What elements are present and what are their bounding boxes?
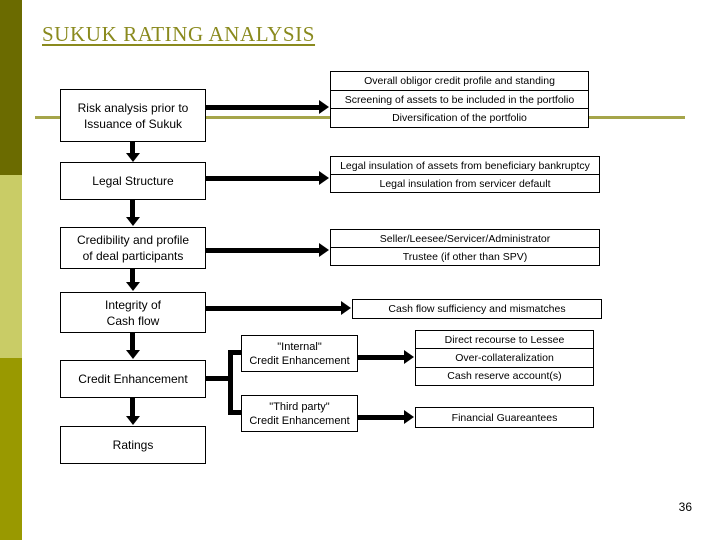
branch-third-party-credit-enhancement[interactable]: "Third party" Credit Enhancement <box>241 395 358 432</box>
detail-row: Legal insulation of assets from benefici… <box>331 157 599 175</box>
step-risk-analysis[interactable]: Risk analysis prior to Issuance of Sukuk <box>60 89 206 142</box>
arrow-right-integrity-details-icon <box>341 301 351 315</box>
step-ratings[interactable]: Ratings <box>60 426 206 464</box>
connector-enhancement-stub <box>206 376 231 381</box>
detail-row: Screening of assets to be included in th… <box>331 91 588 110</box>
step-credibility-line-1: Credibility and profile <box>76 233 190 247</box>
detail-row: Financial Guareantees <box>451 411 558 424</box>
connector-enhancement-to-internal <box>228 350 244 355</box>
branch-third-party-line-1: "Third party" <box>269 400 330 413</box>
detail-row: Seller/Leesee/Servicer/Administrator <box>331 230 599 248</box>
arrow-right-third-party-details-icon <box>404 410 414 424</box>
step-credit-enhancement-line-1: Credit Enhancement <box>78 372 188 386</box>
step-integrity-cash-flow[interactable]: Integrity of Cash flow <box>60 292 206 333</box>
step-legal-structure[interactable]: Legal Structure <box>60 162 206 200</box>
detail-row: Trustee (if other than SPV) <box>402 250 528 263</box>
detail-group-legal-structure[interactable]: Legal insulation of assets from benefici… <box>330 156 600 193</box>
connector-risk-to-details <box>206 105 320 110</box>
arrow-right-internal-details-icon <box>404 350 414 364</box>
connector-integrity-to-enhancement <box>130 333 135 351</box>
detail-row: Over-collateralization <box>416 349 593 368</box>
connector-integrity-to-details <box>206 306 342 311</box>
arrow-right-credibility-details-icon <box>319 243 329 257</box>
step-risk-analysis-line-1: Risk analysis prior to <box>77 100 189 115</box>
step-risk-analysis-line-2: Issuance of Sukuk <box>83 116 183 131</box>
detail-group-risk-analysis[interactable]: Overall obligor credit profile and stand… <box>330 71 589 128</box>
detail-row: Cash flow sufficiency and mismatches <box>388 303 566 315</box>
connector-third-party-to-details <box>358 415 406 420</box>
connector-legal-to-details <box>206 176 320 181</box>
arrow-right-legal-details-icon <box>319 171 329 185</box>
detail-group-internal-enhancement[interactable]: Direct recourse to Lessee Over-collatera… <box>415 330 594 386</box>
connector-credibility-to-details <box>206 248 320 253</box>
arrow-down-enhancement-to-ratings-icon <box>126 416 140 425</box>
slide-title: SUKUK RATING ANALYSIS <box>42 22 316 46</box>
detail-group-credibility[interactable]: Seller/Leesee/Servicer/Administrator Tru… <box>330 229 600 266</box>
branch-internal-line-1: "Internal" <box>277 340 322 353</box>
sidebar-band-bottom <box>0 358 22 540</box>
detail-group-third-party-enhancement[interactable]: Financial Guareantees <box>415 407 594 428</box>
sidebar-band-top <box>0 0 22 175</box>
arrow-right-risk-details-icon <box>319 100 329 114</box>
step-ratings-line-1: Ratings <box>112 438 154 452</box>
connector-legal-to-credibility <box>130 200 135 218</box>
branch-internal-credit-enhancement[interactable]: "Internal" Credit Enhancement <box>241 335 358 372</box>
arrow-down-risk-to-legal-icon <box>126 153 140 162</box>
connector-credibility-to-integrity <box>130 269 135 283</box>
page-number: 36 <box>678 500 692 514</box>
detail-row: Cash reserve account(s) <box>447 370 562 383</box>
detail-row: Direct recourse to Lessee <box>416 331 593 350</box>
arrow-down-credibility-to-integrity-icon <box>126 282 140 291</box>
branch-third-party-line-2: Credit Enhancement <box>249 414 350 427</box>
branch-internal-line-2: Credit Enhancement <box>249 354 350 367</box>
step-credibility-line-2: of deal participants <box>82 249 184 263</box>
connector-enhancement-to-ratings <box>130 398 135 416</box>
detail-row: Overall obligor credit profile and stand… <box>331 72 588 91</box>
detail-group-integrity[interactable]: Cash flow sufficiency and mismatches <box>352 299 602 319</box>
arrow-down-integrity-to-enhancement-icon <box>126 350 140 359</box>
detail-row: Legal insulation from servicer default <box>379 177 551 190</box>
connector-enhancement-to-third-party <box>228 410 244 415</box>
connector-risk-to-legal <box>130 142 135 155</box>
sidebar-band-middle <box>0 175 22 358</box>
detail-row: Diversification of the portfolio <box>392 112 527 125</box>
step-legal-structure-line-1: Legal Structure <box>92 174 174 188</box>
connector-internal-to-details <box>358 355 406 360</box>
step-credit-enhancement[interactable]: Credit Enhancement <box>60 360 206 398</box>
step-integrity-line-1: Integrity of <box>104 297 162 312</box>
step-credibility[interactable]: Credibility and profile of deal particip… <box>60 227 206 269</box>
step-integrity-line-2: Cash flow <box>106 313 160 328</box>
connector-enhancement-split <box>228 350 233 415</box>
arrow-down-legal-to-credibility-icon <box>126 217 140 226</box>
